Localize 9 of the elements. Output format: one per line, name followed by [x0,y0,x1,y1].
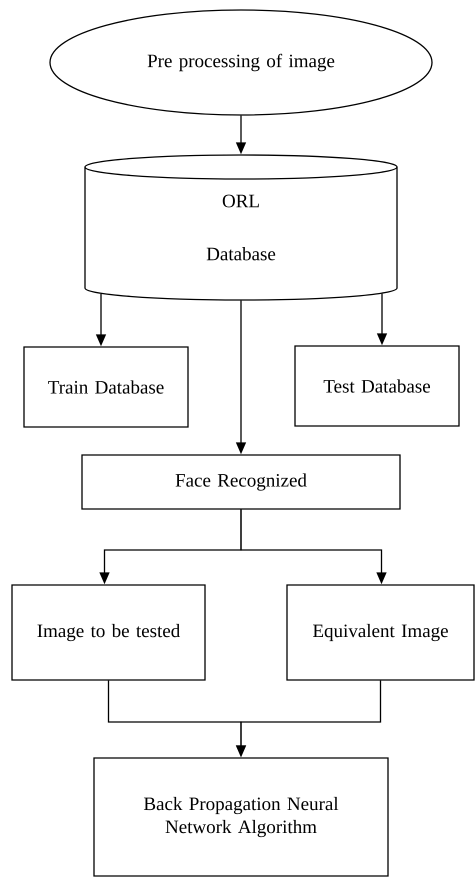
process-box: Test Database [294,345,460,427]
process-box: Train Database [23,346,189,428]
node-label: ORL [222,194,259,208]
process-box: Back Propagation Neural Network Algorithm [93,757,389,877]
process-box: Face Recognized [81,454,401,510]
process-box: Equivalent Image [286,584,475,681]
process-box: Image to be tested [11,584,206,681]
node-label: Database [206,247,276,260]
database-cylinder: ORL Database [84,154,398,301]
